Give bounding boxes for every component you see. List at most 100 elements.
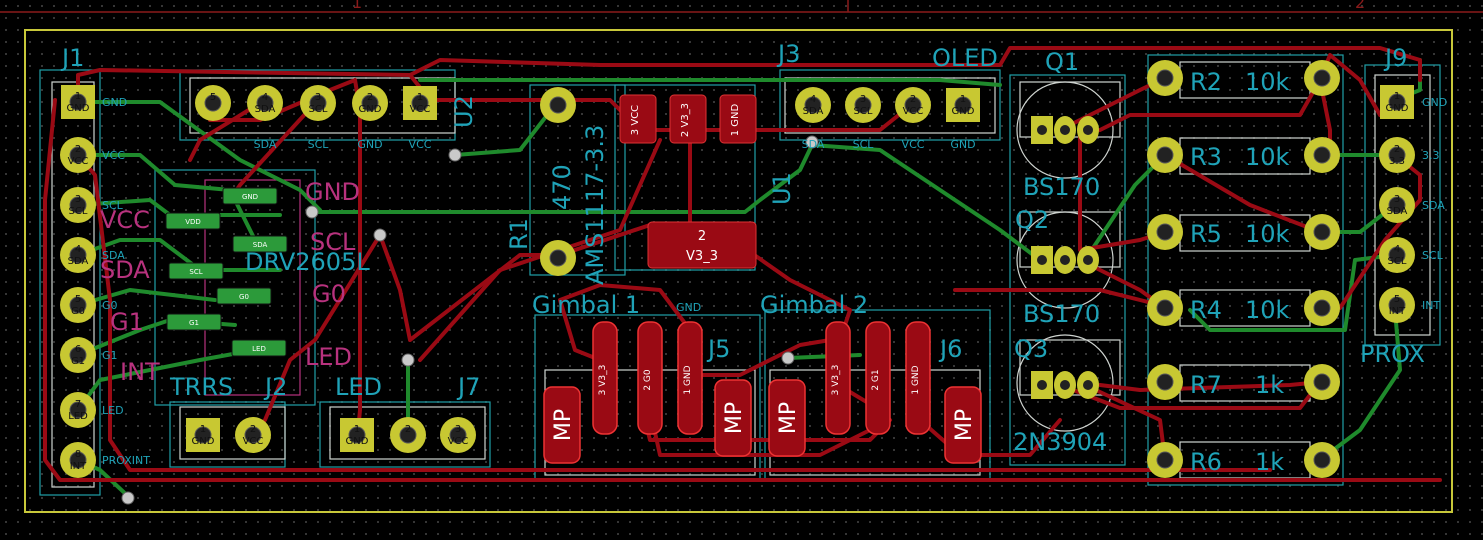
ref-r4: R4 — [1190, 296, 1222, 324]
resistor-pad-right — [1304, 214, 1340, 250]
pad-number: 6 — [75, 344, 81, 355]
drv-pad-text: LED — [252, 345, 266, 353]
resistor-pad-left — [1147, 60, 1183, 96]
j3-below-label: SCL — [853, 138, 875, 151]
j9-pin-2: 23.3 — [1379, 137, 1415, 173]
transistor-pad — [1031, 371, 1053, 399]
ref-r2: R2 — [1190, 68, 1222, 96]
ref-j5: J5 — [706, 335, 730, 363]
pad-number: 3 — [860, 94, 866, 105]
j1-side-label: G0 — [102, 299, 118, 312]
transistor-pad — [1077, 116, 1099, 144]
pad-number: 2 — [75, 144, 81, 155]
resistor-pad-right — [1304, 442, 1340, 478]
drv-pad-scl: SCL — [168, 262, 224, 280]
pad-number: 5 — [75, 294, 81, 305]
ref-2n3904: 2N3904 — [1013, 428, 1107, 456]
pad-number: 4 — [75, 244, 81, 255]
pad-number: 2 — [1394, 144, 1400, 155]
ref-q3: Q3 — [1014, 335, 1048, 363]
pad-name: VCC — [68, 156, 89, 167]
pad-name: VCC — [410, 104, 431, 115]
mp-text: MP — [722, 402, 747, 434]
j1-side-label: LED — [102, 404, 124, 417]
pad-number: 2 — [367, 92, 373, 103]
u2-below-label: GND — [357, 138, 382, 151]
pad-name: SDA — [1387, 206, 1408, 217]
ref-r6: R6 — [1190, 448, 1222, 476]
gimbal2-pad-2: 2 G1 — [865, 321, 891, 435]
val-r7: 1k — [1255, 371, 1284, 399]
val-r2: 10k — [1245, 68, 1290, 96]
ref-u1: U1 — [768, 172, 796, 205]
drv-pad-text: G1 — [189, 319, 199, 327]
drv-pad-g1: G1 — [166, 313, 222, 331]
j9-side-label: INT — [1422, 299, 1440, 312]
ref-r1: R1 — [505, 218, 533, 250]
pad-number: 2 — [910, 94, 916, 105]
j1-side-label: VCC — [102, 149, 125, 162]
pad-name: SCL — [854, 106, 873, 117]
gimbal-pad-text: 2 G0 — [643, 369, 653, 391]
pad-name: GND — [952, 106, 975, 117]
resistor-pad-right — [1304, 137, 1340, 173]
pad-number: 7 — [75, 399, 81, 410]
resistor-pad-left — [1147, 137, 1183, 173]
mp-text: MP — [776, 402, 801, 434]
drv-pad-gnd: GND — [222, 187, 278, 205]
u1-pad-text: 2 V3_3 — [680, 103, 691, 137]
ref-r7: R7 — [1190, 371, 1222, 399]
transistor-pad — [1054, 371, 1076, 399]
fab-gnd: GND — [305, 178, 360, 206]
ref-q1: Q1 — [1045, 48, 1079, 76]
ref-j2: J2 — [263, 373, 287, 401]
sheet-mark-1: 1 — [352, 0, 362, 12]
pad-number: 2 — [405, 424, 411, 435]
mp-text: MP — [551, 409, 576, 441]
mp-pad: MP — [714, 379, 752, 457]
pad-name: VCC — [903, 106, 924, 117]
ref-trrs: TRRS — [169, 373, 233, 401]
drv-pad-text: VDD — [185, 218, 201, 226]
drv-pad-text: SDA — [253, 241, 268, 249]
pad-name: GND — [359, 104, 382, 115]
u1-pad-text: 1 GND — [730, 103, 741, 136]
val-r6: 1k — [1255, 448, 1284, 476]
resistor-pad-left — [1147, 364, 1183, 400]
pad-name: SCL — [69, 206, 88, 217]
ref-r5: R5 — [1190, 220, 1222, 248]
r1-pad-1 — [540, 87, 576, 123]
pad-name: VCC — [448, 436, 469, 447]
pad-name: GND — [192, 436, 215, 447]
ref-u2: U2 — [450, 95, 478, 128]
j1-pin-6: 6G1 — [60, 337, 96, 373]
pad-number: 3 — [455, 424, 461, 435]
drv-pad-g0: G0 — [216, 287, 272, 305]
ref-drv: DRV2605L — [245, 248, 370, 276]
sheet-mark-2: 2 — [1355, 0, 1365, 12]
back-copper-traces — [76, 58, 1422, 500]
u1-pad-3: 3 VCC — [619, 94, 657, 144]
pad-name: G0 — [71, 306, 85, 317]
j9-side-label: SCL — [1422, 249, 1444, 262]
val-r5: 10k — [1245, 220, 1290, 248]
ref-r3: R3 — [1190, 143, 1222, 171]
resistor-pad-right — [1304, 364, 1340, 400]
pad-number: 1 — [1394, 91, 1400, 102]
ref-j9: J9 — [1383, 44, 1407, 72]
drv-pad-text: SCL — [189, 268, 202, 276]
val-r3: 10k — [1245, 143, 1290, 171]
pad-name: 3.3 — [1389, 156, 1405, 167]
u1-pad-text: 3 VCC — [630, 105, 641, 135]
pad-name: LED — [68, 411, 88, 422]
